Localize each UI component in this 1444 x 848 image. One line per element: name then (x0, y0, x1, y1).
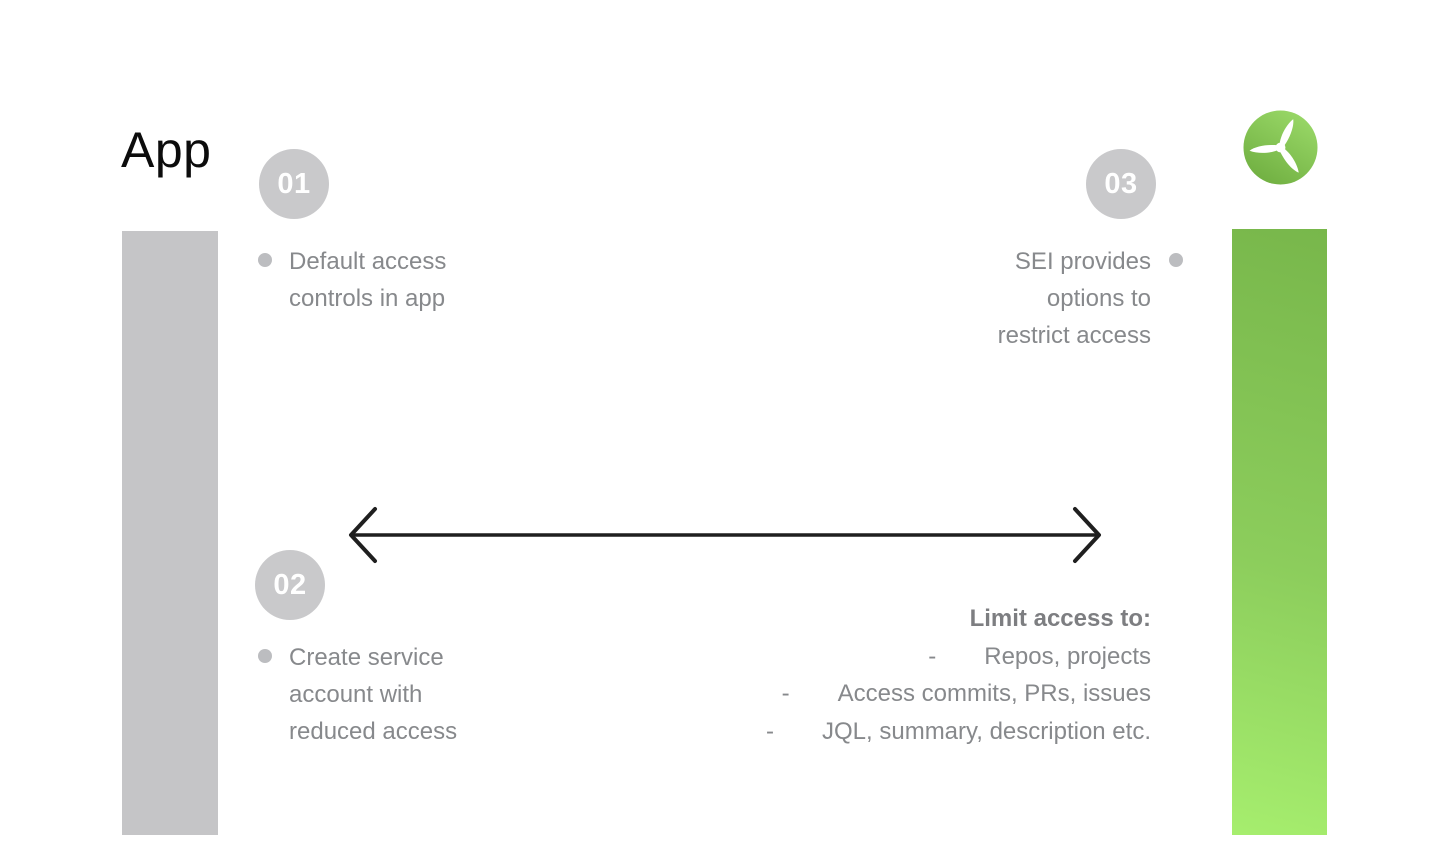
limit-access-item-text: Repos, projects (984, 642, 1151, 670)
page-title: App (121, 122, 212, 178)
double-headed-arrow-icon (349, 507, 1101, 563)
step-note-2: Create service account with reduced acce… (258, 639, 457, 750)
step-note-3-line-2: options to (1046, 285, 1151, 312)
propeller-logo (1243, 110, 1318, 185)
step-badge-2: 02 (255, 550, 325, 620)
step-note-1-text: Default access controls in app (289, 243, 446, 317)
step-note-1: Default access controls in app (258, 243, 446, 317)
limit-access-item-text: Access commits, PRs, issues (837, 680, 1151, 707)
limit-access-heading: Limit access to: (969, 605, 1151, 632)
list-dash: - (781, 680, 790, 707)
step-badge-3: 03 (1086, 149, 1156, 219)
step-badge-1: 01 (259, 149, 329, 219)
list-dash: - (928, 642, 937, 670)
step-note-3-line-1: SEI provides (1014, 248, 1151, 275)
step-note-2-text: Create service account with reduced acce… (289, 639, 457, 750)
step-note-1-line-2: controls in app (289, 285, 446, 312)
step-note-2-line-3: reduced access (289, 718, 458, 745)
limit-access-item: - Repos, projects (766, 638, 1151, 676)
propeller-logo-svg (1243, 110, 1318, 185)
step-note-3-text: SEI provides options to restrict access (998, 243, 1151, 354)
step-note-1-line-1: Default access (289, 248, 447, 275)
app-column-bar (122, 231, 218, 835)
list-dash: - (766, 717, 774, 745)
limit-access-list: Limit access to: - Repos, projects - Acc… (766, 600, 1151, 750)
step-note-2-line-2: account with (289, 681, 423, 708)
step-note-2-line-1: Create service (289, 644, 444, 671)
limit-access-item: - Access commits, PRs, issues (766, 675, 1151, 713)
bullet-dot-icon (258, 253, 272, 267)
step-number-2: 02 (273, 568, 307, 601)
step-note-3-line-3: restrict access (997, 322, 1151, 349)
sei-column-bar (1232, 229, 1327, 835)
bullet-dot-icon (258, 649, 272, 663)
limit-access-item: - JQL, summary, description etc. (766, 713, 1151, 751)
step-note-3: SEI provides options to restrict access (998, 243, 1183, 354)
step-number-3: 03 (1104, 167, 1138, 200)
bullet-dot-icon (1169, 253, 1183, 267)
limit-access-item-text: JQL, summary, description etc. (822, 717, 1151, 745)
step-number-1: 01 (277, 167, 311, 200)
